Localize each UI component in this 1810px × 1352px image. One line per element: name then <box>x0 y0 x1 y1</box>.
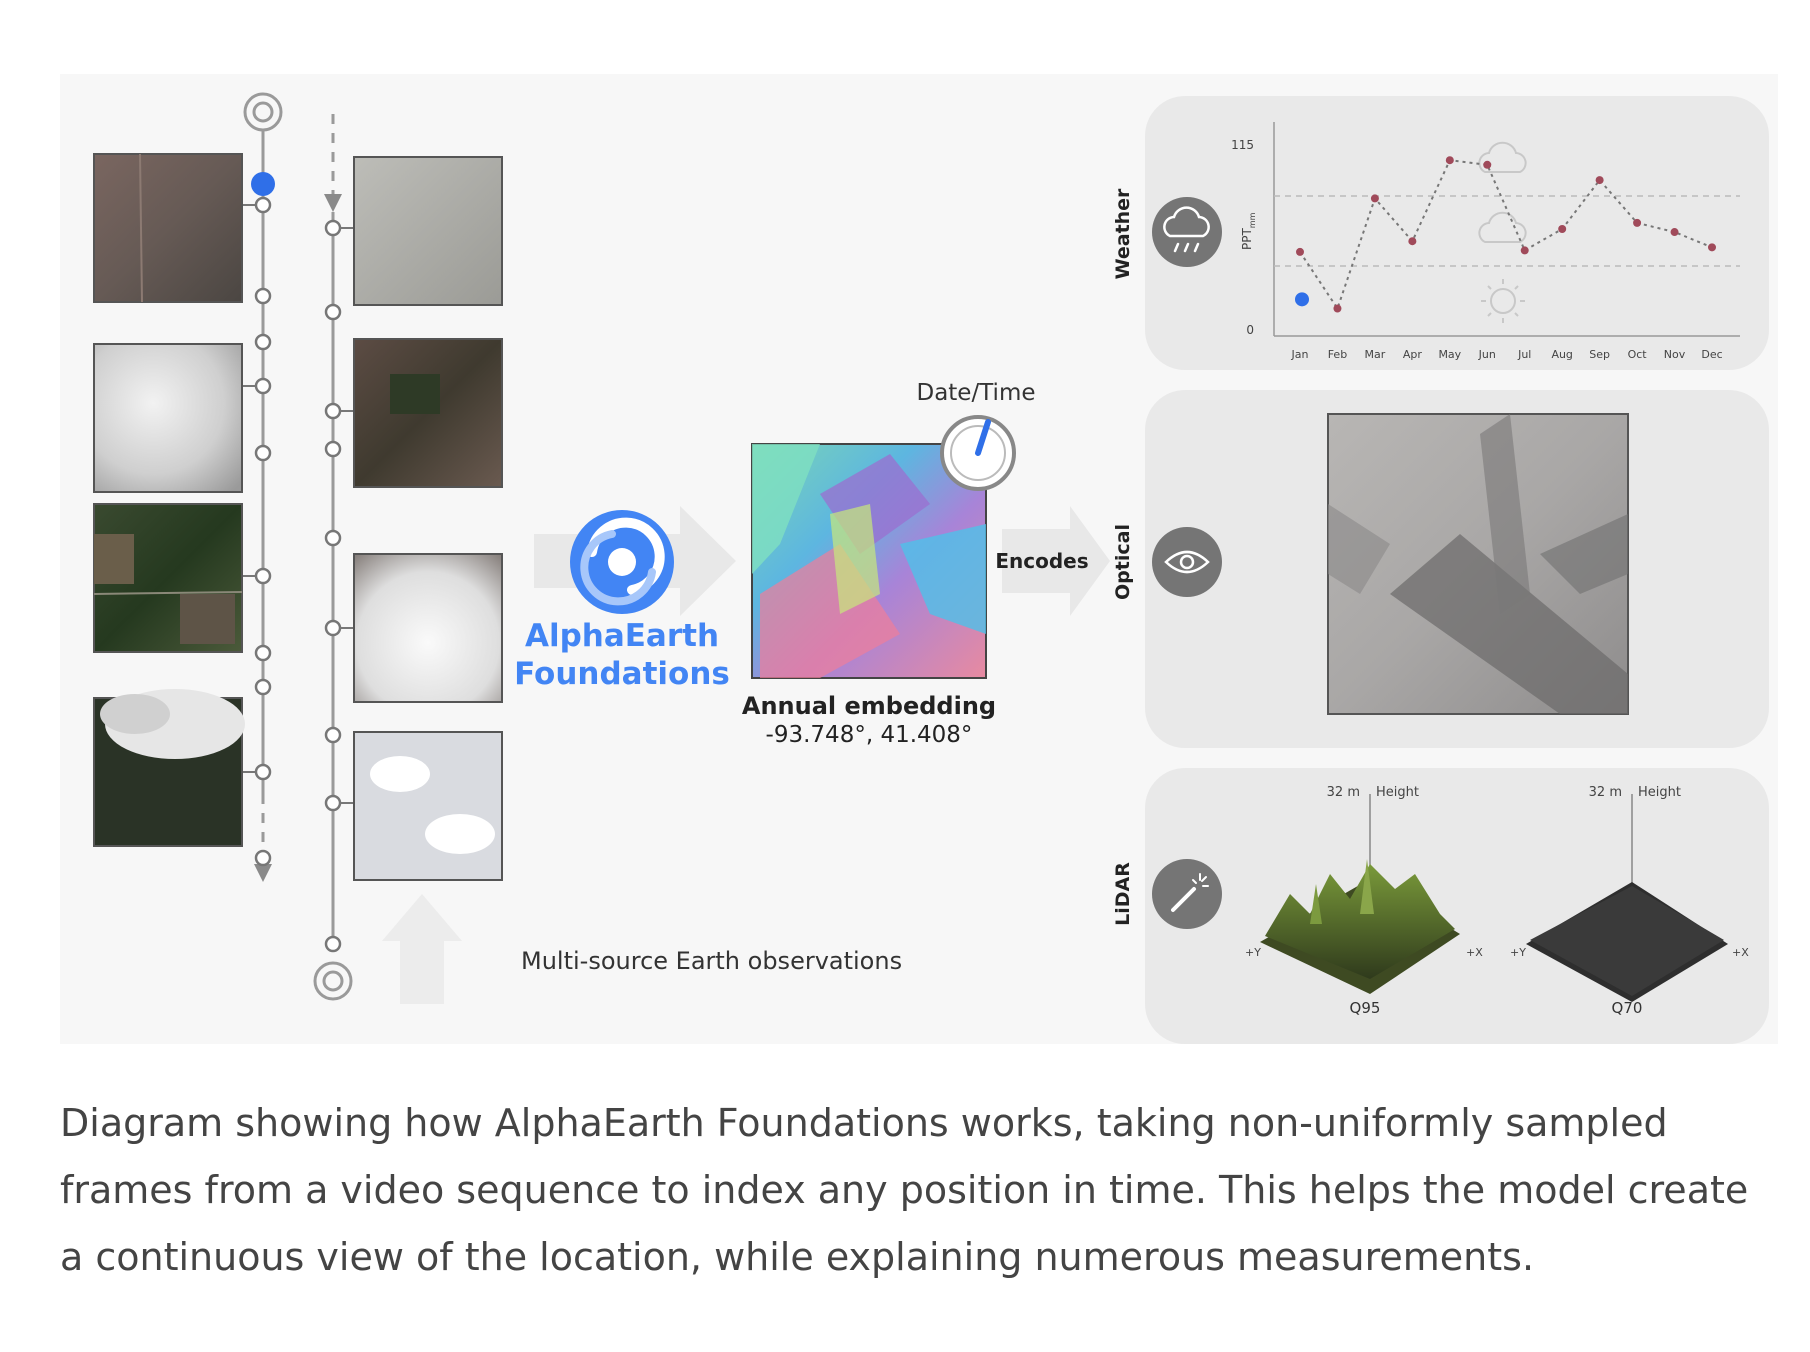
lidar-quantile-1: Q95 <box>1350 999 1381 1017</box>
weather-point-oct <box>1633 218 1642 227</box>
embedding-title: Annual embedding <box>742 692 996 720</box>
annual-embedding-image <box>751 443 987 679</box>
lidar-scale-2: 32 m <box>1589 785 1622 800</box>
month-tick-oct: Oct <box>1628 348 1648 361</box>
timeline-end-arrow-icon <box>254 864 272 882</box>
weather-point-jun <box>1483 160 1492 169</box>
month-tick-jan: Jan <box>1291 348 1309 361</box>
weather-panel: Weather 115 0 PPTmm Jan <box>1112 96 1769 370</box>
brand-name-line1: AlphaEarth <box>525 618 719 654</box>
month-tick-apr: Apr <box>1403 348 1423 361</box>
datetime-label: Date/Time <box>916 380 1035 406</box>
cloud-icon <box>1478 211 1527 243</box>
lidar-axis-2: Height <box>1638 785 1681 800</box>
observation-tiles-right <box>353 156 503 881</box>
timeline-start-arrow-icon <box>324 194 342 212</box>
month-tick-aug: Aug <box>1551 348 1572 361</box>
weather-point-apr <box>1408 237 1417 246</box>
embedding-coords: -93.748°, 41.408° <box>766 722 973 748</box>
weather-label: Weather <box>1112 188 1134 279</box>
timeline-left <box>241 92 283 882</box>
weather-line <box>1299 159 1713 311</box>
month-tick-sep: Sep <box>1589 348 1610 361</box>
observation-tiles-left <box>93 153 245 847</box>
optical-label: Optical <box>1112 524 1134 600</box>
y-tick-top: 115 <box>1231 138 1254 152</box>
weather-point-nov <box>1670 228 1679 237</box>
timeline-end-icon <box>313 961 353 1001</box>
lidar-y-1: +Y <box>1245 946 1261 959</box>
timeline-start-icon <box>243 92 283 132</box>
observations-label: Multi-source Earth observations <box>521 947 902 975</box>
eye-icon <box>1152 527 1222 597</box>
current-time-marker <box>251 172 275 196</box>
brand-name-line2: Foundations <box>514 656 730 692</box>
weather-point-may <box>1445 156 1454 165</box>
cloud-rain-icon <box>1152 197 1222 267</box>
lidar-plot-q70: 32 m Height +Y +X Q70 <box>1510 785 1749 1017</box>
weather-point-feb <box>1333 304 1342 313</box>
sun-icon <box>1481 279 1525 323</box>
up-arrow-icon <box>382 894 462 1004</box>
month-tick-jul: Jul <box>1517 348 1531 361</box>
lidar-y-2: +Y <box>1510 946 1526 959</box>
lidar-quantile-2: Q70 <box>1612 999 1643 1017</box>
encodes-arrow-icon <box>1002 506 1110 616</box>
dial-icon <box>940 415 1016 491</box>
weather-current-point <box>1295 292 1309 307</box>
lidar-plot-q95: 32 m Height +Y +X Q95 <box>1245 785 1483 1017</box>
lidar-panel: LiDAR 32 m Height +Y +X Q95 32 m He <box>1112 768 1769 1044</box>
lidar-x-2: +X <box>1732 946 1749 959</box>
month-tick-mar: Mar <box>1365 348 1386 361</box>
weather-point-dec <box>1708 243 1716 252</box>
optical-image <box>1327 413 1629 715</box>
month-tick-jun: Jun <box>1478 348 1496 361</box>
month-tick-dec: Dec <box>1701 348 1722 361</box>
encodes-label: Encodes <box>995 549 1088 573</box>
weather-point-sep <box>1595 176 1604 185</box>
weather-point-aug <box>1558 225 1567 233</box>
y-axis-label: PPTmm <box>1240 212 1257 250</box>
weather-point-jul <box>1520 246 1529 255</box>
y-tick-bottom: 0 <box>1246 323 1254 337</box>
month-tick-nov: Nov <box>1664 348 1686 361</box>
lidar-axis-1: Height <box>1376 785 1419 800</box>
timeline-right <box>313 114 354 1001</box>
weather-point-mar <box>1370 194 1379 203</box>
month-ticks: Jan Feb Mar Apr May Jun Jul Aug Sep Oct Nov Dec <box>1291 348 1723 361</box>
laser-wand-icon <box>1152 859 1222 929</box>
rain-cloud-icon <box>1478 141 1527 173</box>
alphaearth-logo-icon <box>570 510 674 614</box>
lidar-x-1: +X <box>1466 946 1483 959</box>
lidar-label: LiDAR <box>1112 862 1134 926</box>
month-tick-feb: Feb <box>1328 348 1347 361</box>
diagram-figure: Multi-source Earth observations AlphaEar… <box>60 74 1778 1044</box>
month-tick-may: May <box>1438 348 1461 361</box>
figure-caption: Diagram showing how AlphaEarth Foundatio… <box>60 1101 1749 1279</box>
lidar-scale-1: 32 m <box>1327 785 1360 800</box>
optical-panel: Optical <box>1112 390 1769 748</box>
weather-point-jan <box>1296 247 1304 256</box>
weather-series <box>1295 156 1716 313</box>
